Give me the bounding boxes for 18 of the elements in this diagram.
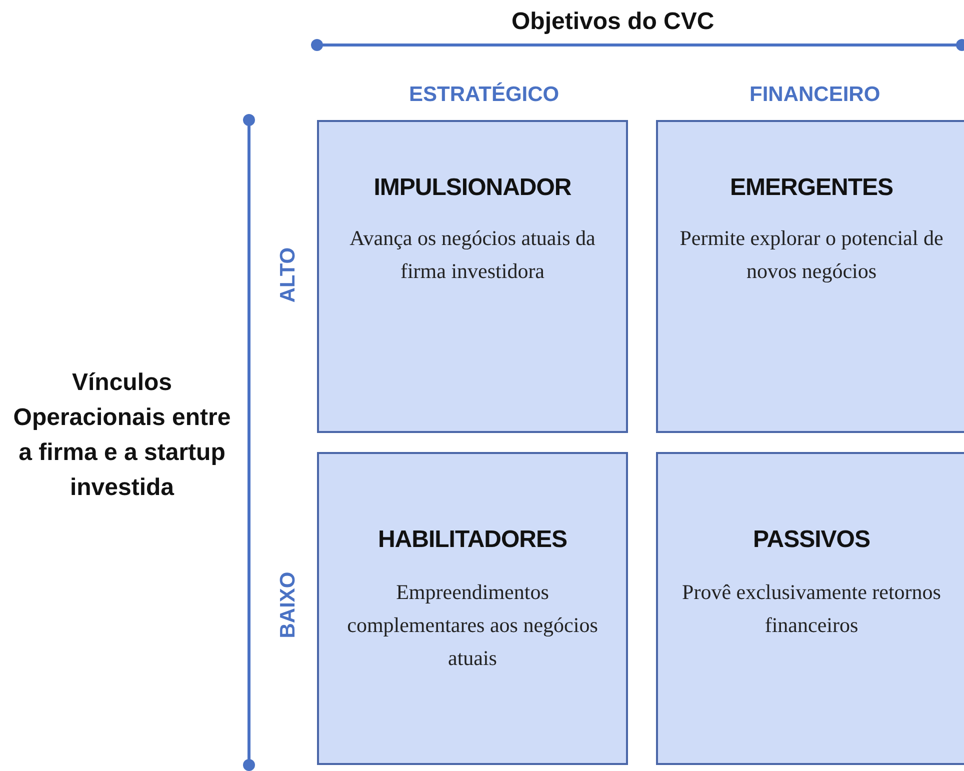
quadrant-description: Empreendimentos complementares aos negócios atuais	[346, 579, 599, 672]
column-label: FINANCEIRO	[750, 83, 880, 107]
row-label: ALTO	[276, 247, 300, 303]
quadrant-box	[656, 120, 964, 433]
quadrant-description: Permite explorar o potencial de novos negócios	[678, 225, 944, 285]
quadrant-title: IMPULSIONADOR	[372, 174, 572, 202]
quadrant-title: HABILITADORES	[376, 526, 568, 554]
quadrant-title: PASSIVOS	[752, 526, 871, 554]
quadrant-box	[317, 452, 628, 765]
row-label: BAIXO	[276, 572, 300, 638]
column-label: ESTRATÉGICO	[409, 83, 560, 107]
axis-title: Objetivos do CVC	[512, 8, 714, 36]
quadrant-description: Provê exclusivamente retornos financeiros	[681, 579, 942, 639]
quadrant-box	[317, 120, 628, 433]
quadrant-description: Avança os negócios atuais da firma investidora	[348, 225, 596, 285]
quadrant-box	[656, 452, 964, 765]
axis-title: Vínculos Operacionais entre a firma e a startup investida	[12, 368, 232, 503]
quadrant-title: EMERGENTES	[728, 174, 894, 202]
